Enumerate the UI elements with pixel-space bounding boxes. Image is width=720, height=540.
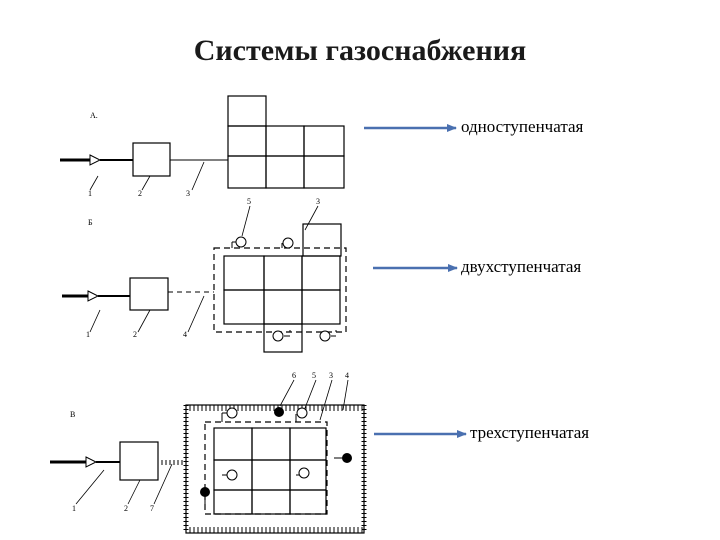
high-pressure-regulators — [200, 407, 352, 497]
valve-icon — [89, 154, 102, 166]
callout-b-4: 4 — [183, 330, 187, 339]
diagram-b-two-stage: Б — [62, 197, 347, 353]
section-letter-a: А. — [90, 111, 98, 120]
callout-b-5: 5 — [247, 197, 251, 206]
callout-b-2: 2 — [133, 330, 137, 339]
label-three-stage: трехступенчатая — [470, 423, 590, 442]
regulator-points — [221, 407, 310, 481]
callout-c-7: 7 — [150, 504, 154, 513]
diagram-c-three-stage: В — [50, 371, 367, 534]
high-pressure-link — [158, 460, 186, 465]
distribution-grid — [227, 95, 345, 189]
distribution-grid — [213, 427, 327, 515]
callout-c-6: 6 — [292, 371, 296, 380]
distribution-grid — [223, 223, 342, 353]
callout-c-1: 1 — [72, 504, 76, 513]
callout-c-3: 3 — [329, 371, 333, 380]
regulator-station — [129, 277, 169, 311]
label-two-stage: двухступенчатая — [461, 257, 582, 276]
valve-icon — [87, 290, 100, 302]
callout-a-1: 1 — [88, 189, 92, 198]
label-single-stage: одноступенчатая — [461, 117, 584, 136]
section-letter-c: В — [70, 410, 75, 419]
callout-c-4: 4 — [345, 371, 349, 380]
regulator-station — [119, 441, 159, 481]
regulator-station — [132, 142, 171, 177]
medium-pressure-ring — [204, 421, 328, 515]
callout-a-3: 3 — [186, 189, 190, 198]
diagram-a-single-stage: А. 1 2 3 — [60, 95, 345, 198]
callout-b-3: 3 — [316, 197, 320, 206]
regulator-points — [231, 236, 337, 342]
high-pressure-ring-sides — [183, 405, 367, 533]
page-title: Системы газоснабжения — [193, 34, 527, 67]
valve-icon — [85, 456, 98, 468]
section-letter-b: Б — [88, 218, 93, 227]
callout-a-2: 2 — [138, 189, 142, 198]
callout-b-1: 1 — [86, 330, 90, 339]
callout-c-5: 5 — [312, 371, 316, 380]
callout-c-2: 2 — [124, 504, 128, 513]
